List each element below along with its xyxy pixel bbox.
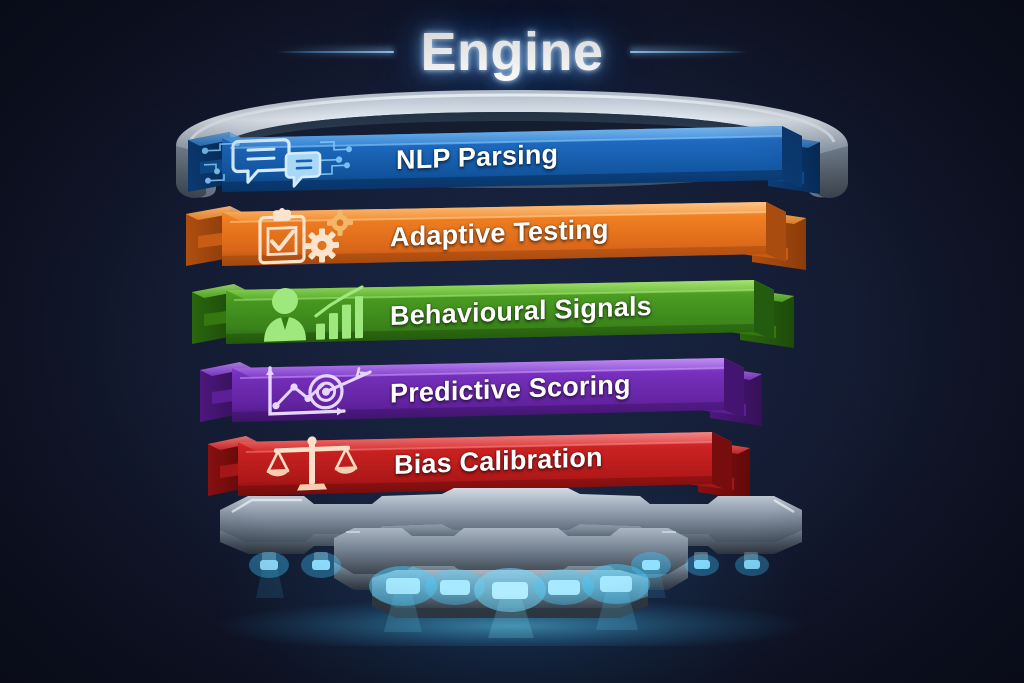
vignette-overlay: [0, 0, 1024, 683]
